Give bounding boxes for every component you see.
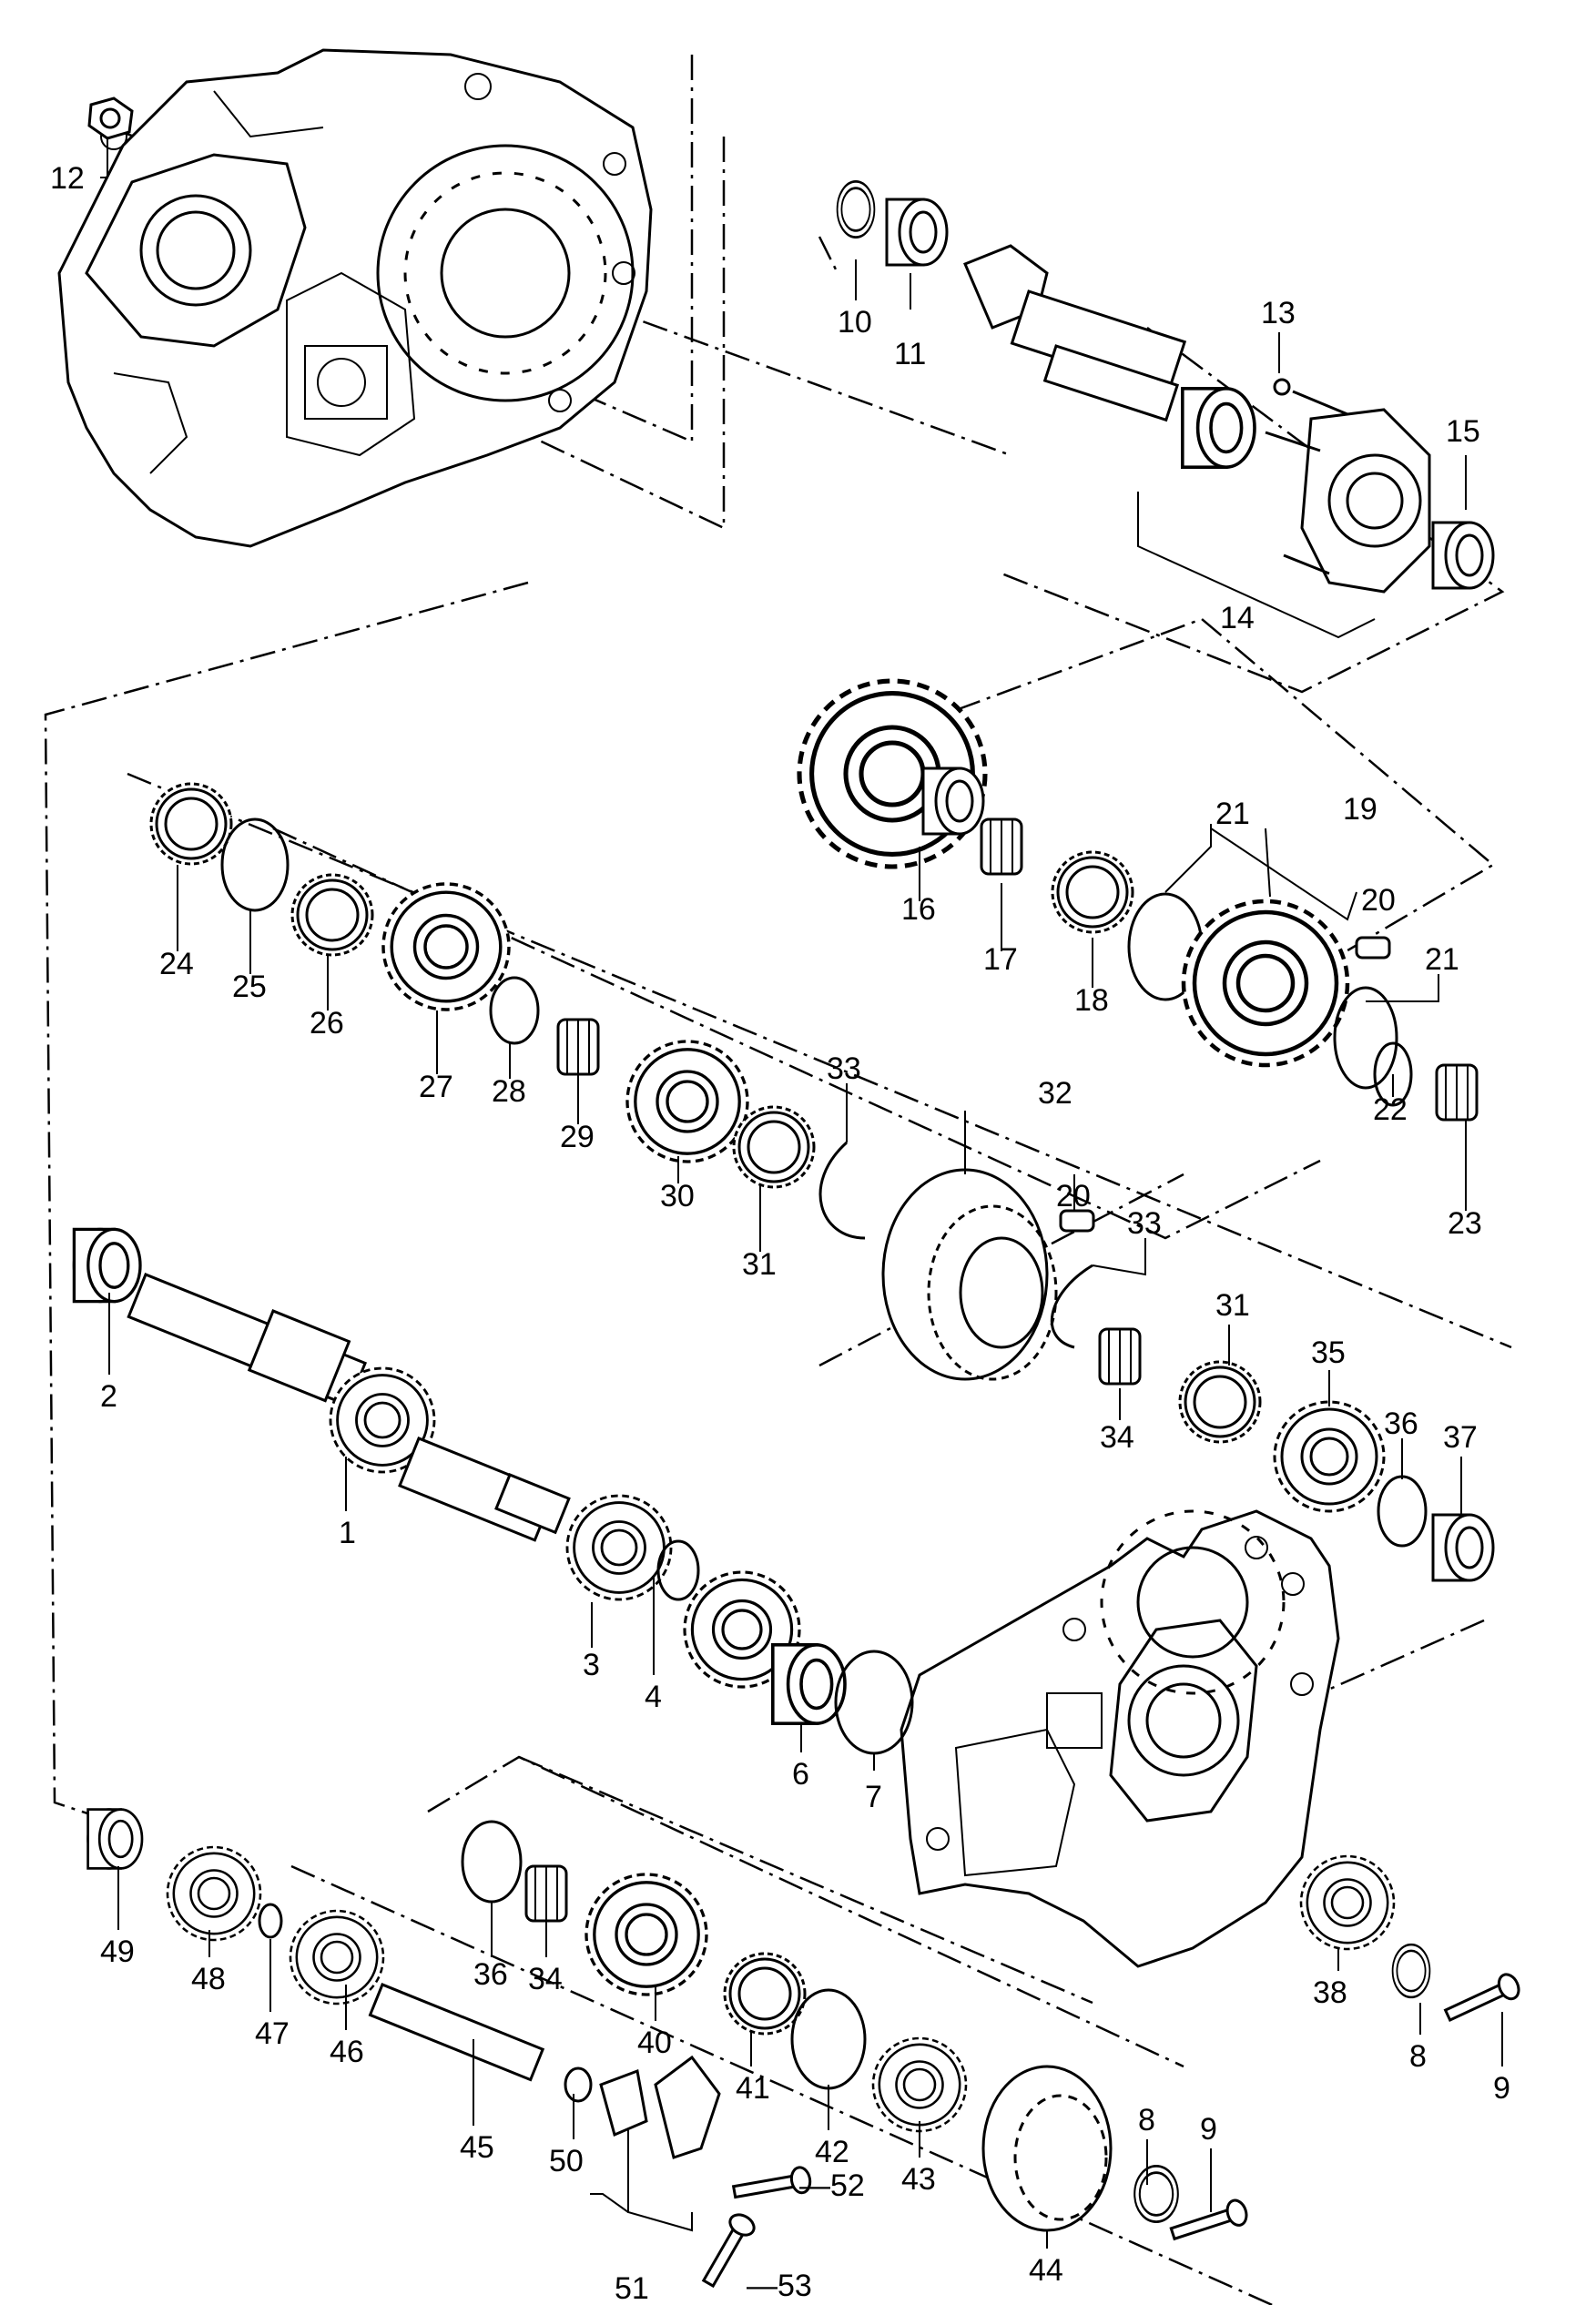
callout-51: 51 bbox=[615, 2271, 649, 2305]
callout-9-upper: 9 bbox=[1493, 2071, 1510, 2106]
callout-33-lower: 33 bbox=[1127, 1206, 1162, 1241]
callout-36-lower: 36 bbox=[473, 1957, 508, 1992]
part-12-nut bbox=[87, 96, 134, 140]
callout-53: —53 bbox=[747, 2269, 812, 2303]
callout-9-lower: 9 bbox=[1200, 2112, 1217, 2147]
callout-45: 45 bbox=[460, 2130, 494, 2165]
callout-21-upper: 21 bbox=[1215, 797, 1250, 831]
callout-44: 44 bbox=[1029, 2253, 1063, 2288]
callout-34-lower: 34 bbox=[528, 1962, 563, 1996]
callout-18: 18 bbox=[1074, 983, 1109, 1018]
callout-31-upper: 31 bbox=[742, 1247, 777, 1282]
callout-24: 24 bbox=[159, 947, 194, 981]
callout-labels: 12 10 11 13 15 14 16 17 18 21 19 20 21 2… bbox=[50, 161, 1510, 2305]
callout-16: 16 bbox=[901, 892, 936, 927]
callout-23: 23 bbox=[1448, 1206, 1482, 1241]
callout-8-upper: 8 bbox=[1409, 2039, 1427, 2074]
callout-8-lower: 8 bbox=[1138, 2103, 1155, 2137]
callout-46: 46 bbox=[330, 2035, 364, 2069]
callout-50: 50 bbox=[549, 2144, 584, 2178]
callout-13: 13 bbox=[1261, 296, 1296, 330]
callout-26: 26 bbox=[310, 1006, 344, 1041]
callout-30: 30 bbox=[660, 1179, 695, 1213]
gear-group-24-31 bbox=[149, 782, 816, 1189]
callout-20-upper: 20 bbox=[1361, 883, 1396, 918]
callout-14: 14 bbox=[1220, 601, 1255, 635]
callout-29: 29 bbox=[560, 1120, 595, 1154]
callout-33-upper: 33 bbox=[827, 1051, 861, 1086]
callout-4: 4 bbox=[645, 1680, 662, 1714]
callout-52: —52 bbox=[799, 2168, 865, 2203]
callout-15: 15 bbox=[1446, 414, 1480, 449]
gear-cluster-group-16-23 bbox=[799, 681, 1479, 1122]
gearbox-housing-top bbox=[57, 48, 653, 548]
callout-38: 38 bbox=[1313, 1975, 1347, 2010]
callout-41: 41 bbox=[736, 2071, 770, 2106]
callout-34-upper: 34 bbox=[1100, 1420, 1134, 1455]
callout-32: 32 bbox=[1038, 1076, 1072, 1111]
callout-48: 48 bbox=[191, 1962, 226, 1996]
callout-28: 28 bbox=[492, 1074, 526, 1109]
callout-7: 7 bbox=[865, 1780, 882, 1814]
callout-10: 10 bbox=[838, 305, 872, 340]
callout-6: 6 bbox=[792, 1757, 809, 1792]
callout-36-upper: 36 bbox=[1384, 1406, 1418, 1441]
leader-lines bbox=[100, 137, 1503, 2249]
callout-20-lower: 20 bbox=[1056, 1179, 1091, 1213]
callout-2: 2 bbox=[100, 1379, 117, 1414]
callout-49: 49 bbox=[100, 1934, 135, 1969]
callout-40: 40 bbox=[637, 2026, 672, 2060]
callout-22: 22 bbox=[1373, 1092, 1408, 1127]
callout-43: 43 bbox=[901, 2162, 936, 2197]
reverse-gear-group bbox=[86, 1808, 1524, 2291]
callout-35: 35 bbox=[1311, 1335, 1346, 1370]
callout-21-lower: 21 bbox=[1425, 942, 1459, 977]
gearbox-housing-bottom bbox=[900, 1509, 1340, 1968]
callout-17: 17 bbox=[983, 942, 1018, 977]
callout-31-lower: 31 bbox=[1215, 1288, 1250, 1323]
callout-3: 3 bbox=[583, 1648, 600, 1682]
callout-42: 42 bbox=[815, 2135, 849, 2169]
callout-27: 27 bbox=[419, 1070, 453, 1104]
callout-12: 12 bbox=[50, 161, 85, 196]
callout-1: 1 bbox=[339, 1516, 356, 1550]
callout-25: 25 bbox=[232, 970, 267, 1004]
callout-47: 47 bbox=[255, 2016, 290, 2051]
callout-11: 11 bbox=[894, 337, 926, 371]
output-shaft-group bbox=[836, 180, 1495, 594]
input-shaft-group bbox=[72, 1227, 914, 1755]
callout-37: 37 bbox=[1443, 1420, 1478, 1455]
callout-19: 19 bbox=[1343, 792, 1377, 827]
synchronizer-group-32-37 bbox=[818, 1141, 1495, 1582]
